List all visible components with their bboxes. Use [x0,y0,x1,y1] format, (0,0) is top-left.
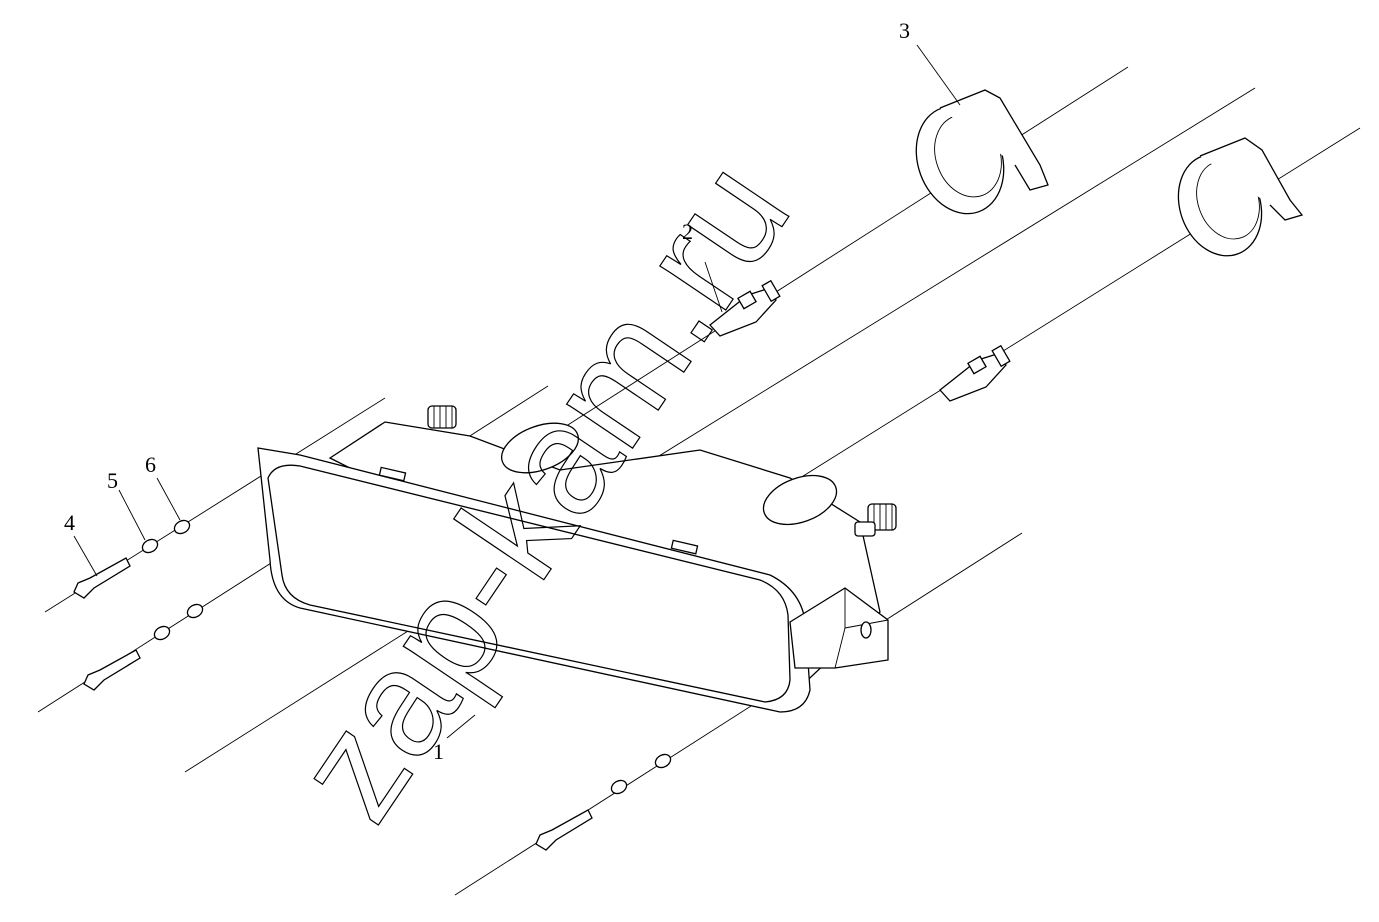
callout-5: 5 [107,468,118,493]
fastener-set-middle [83,603,204,691]
retaining-ring-upper [915,89,1049,215]
bulb-upper [709,279,781,337]
bulb-lower [939,344,1011,402]
callout-1: 1 [433,739,444,764]
callout-6: 6 [145,452,156,477]
callout-4: 4 [64,510,75,535]
fastener-set-upper [73,519,191,599]
adjust-screw-right [854,503,897,537]
callout-2: 2 [682,219,693,244]
adjust-screw-left [427,405,457,429]
fog-lamp-housing [257,405,897,713]
leader-lines [73,44,961,739]
callout-3: 3 [899,18,910,43]
retaining-ring-lower [1177,137,1304,257]
callout-labels: 1 2 3 4 5 6 [64,18,910,764]
fastener-set-lower [535,753,672,851]
